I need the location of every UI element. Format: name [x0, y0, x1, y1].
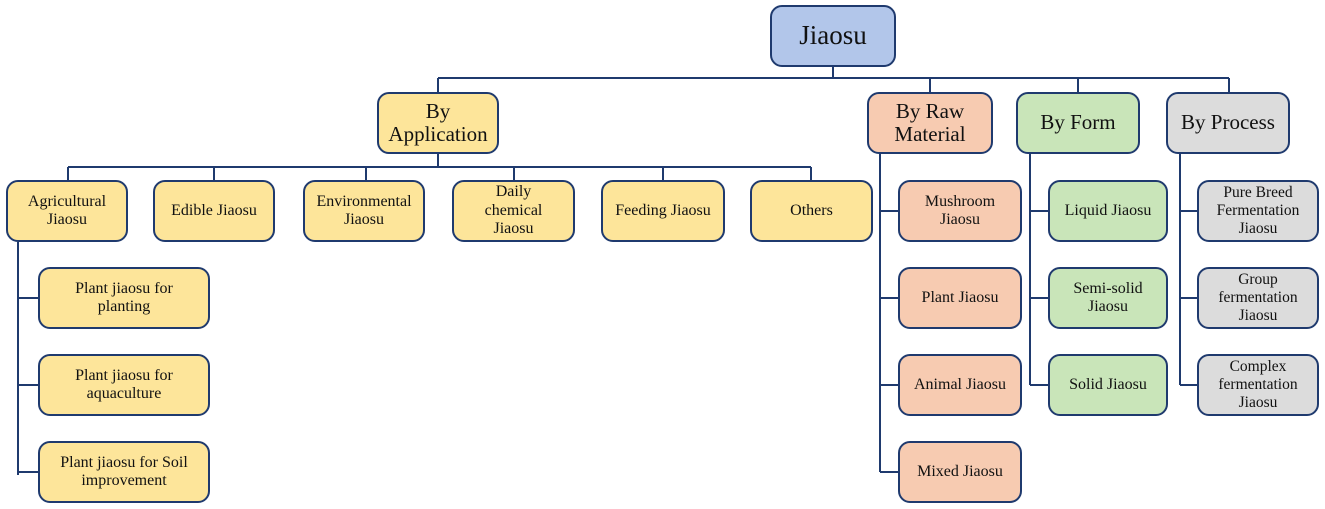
node-label: Animal Jiaosu [914, 375, 1006, 393]
node-plant-jiaosu-aquaculture: Plant jiaosu for aquaculture [38, 354, 210, 416]
node-label: Environmental Jiaosu [316, 192, 412, 228]
root-label: Jiaosu [799, 20, 867, 51]
node-group-fermentation: Group fermentation Jiaosu [1197, 267, 1319, 329]
root-node: Jiaosu [770, 5, 896, 67]
node-label: Plant jiaosu for aquaculture [75, 366, 173, 402]
node-pure-breed-fermentation: Pure Breed Fermentation Jiaosu [1197, 180, 1319, 242]
node-others: Others [750, 180, 873, 242]
node-plant-jiaosu-planting: Plant jiaosu for planting [38, 267, 210, 329]
node-label: Plant jiaosu for Soil improvement [60, 453, 188, 489]
node-mixed-jiaosu: Mixed Jiaosu [898, 441, 1022, 503]
category-application: By Application [377, 92, 499, 154]
node-plant-jiaosu: Plant Jiaosu [898, 267, 1022, 329]
category-application-label: By Application [388, 98, 488, 146]
node-animal-jiaosu: Animal Jiaosu [898, 354, 1022, 416]
node-complex-fermentation: Complex fermentation Jiaosu [1197, 354, 1319, 416]
node-mushroom-jiaosu: Mushroom Jiaosu [898, 180, 1022, 242]
node-label: Solid Jiaosu [1069, 375, 1147, 393]
category-raw-material: By Raw Material [867, 92, 993, 154]
node-semi-solid-jiaosu: Semi-solid Jiaosu [1048, 267, 1168, 329]
node-label: Mushroom Jiaosu [924, 192, 996, 228]
node-label: Edible Jiaosu [171, 201, 257, 219]
node-daily-chemical-jiaosu: Daily chemical Jiaosu [452, 180, 575, 242]
node-label: Complex fermentation Jiaosu [1218, 358, 1298, 411]
node-agricultural-jiaosu: Agricultural Jiaosu [6, 180, 128, 242]
category-form-label: By Form [1040, 110, 1116, 135]
category-process: By Process [1166, 92, 1290, 154]
category-form: By Form [1016, 92, 1140, 154]
node-environmental-jiaosu: Environmental Jiaosu [303, 180, 425, 242]
node-label: Mixed Jiaosu [917, 462, 1003, 480]
node-feeding-jiaosu: Feeding Jiaosu [601, 180, 725, 242]
node-label: Daily chemical Jiaosu [484, 183, 543, 238]
node-edible-jiaosu: Edible Jiaosu [153, 180, 275, 242]
node-label: Semi-solid Jiaosu [1073, 279, 1143, 315]
node-label: Feeding Jiaosu [615, 201, 711, 219]
node-label: Plant Jiaosu [921, 288, 999, 306]
node-plant-jiaosu-soil: Plant jiaosu for Soil improvement [38, 441, 210, 503]
category-raw-material-label: By Raw Material [894, 98, 966, 146]
node-solid-jiaosu: Solid Jiaosu [1048, 354, 1168, 416]
node-label: Others [790, 201, 833, 219]
node-label: Group fermentation Jiaosu [1218, 271, 1298, 324]
node-label: Pure Breed Fermentation Jiaosu [1216, 184, 1300, 237]
node-label: Plant jiaosu for planting [75, 279, 173, 315]
node-label: Liquid Jiaosu [1064, 201, 1152, 219]
category-process-label: By Process [1181, 110, 1275, 135]
node-liquid-jiaosu: Liquid Jiaosu [1048, 180, 1168, 242]
node-label: Agricultural Jiaosu [27, 192, 107, 228]
